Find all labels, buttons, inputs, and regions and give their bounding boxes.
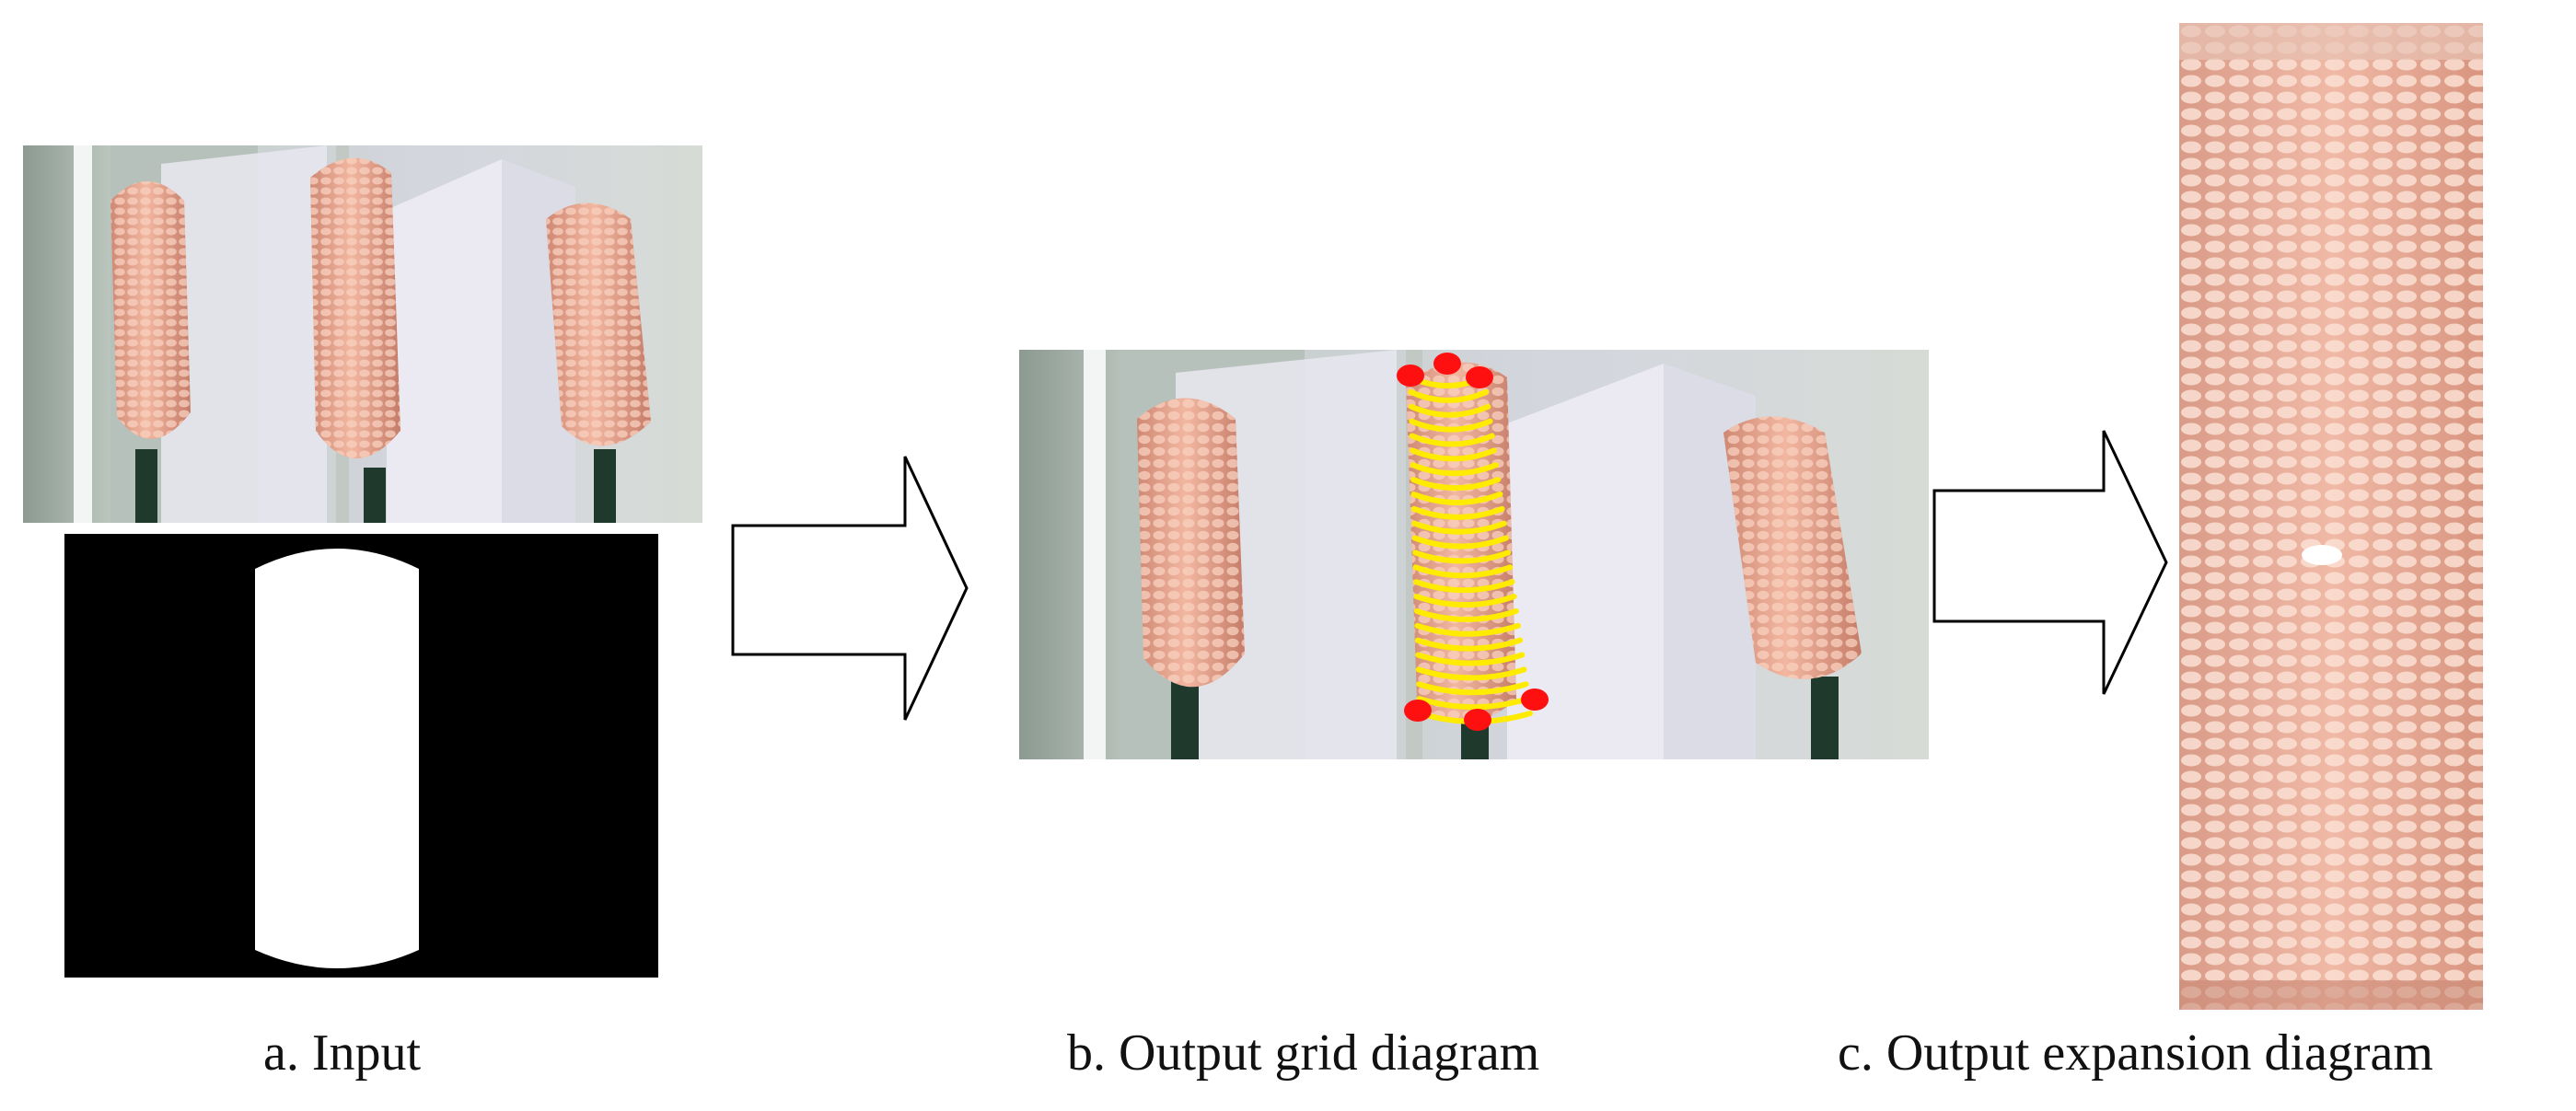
grid-marker: [1404, 700, 1432, 722]
input-mask: [64, 534, 658, 978]
caption-expansion-diagram: c. Output expansion diagram: [1838, 1024, 2433, 1082]
right-arrow-outline-icon: [1932, 430, 2168, 695]
input-photo: [23, 145, 702, 523]
right-arrow-outline-icon: [731, 456, 969, 721]
corn-cob-center: [310, 157, 400, 458]
grid-line: [1413, 579, 1515, 594]
corn-cob-right: [1723, 416, 1862, 679]
stalk: [1811, 677, 1839, 759]
grid-diagram-photo: [1019, 350, 1929, 759]
grid-line: [1409, 433, 1495, 447]
expansion-diagram-photo: [2179, 23, 2483, 1010]
corn-cob-right: [546, 203, 651, 446]
grid-marker: [1464, 709, 1491, 731]
grid-marker: [1521, 689, 1549, 711]
grid-overlay: [1408, 375, 1533, 724]
grid-line: [1415, 666, 1527, 681]
grid-line: [1416, 681, 1529, 696]
mask-foreground: [255, 549, 419, 968]
grid-line: [1412, 550, 1512, 564]
grid-line: [1412, 564, 1514, 579]
grid-line: [1415, 652, 1526, 666]
grid-line: [1414, 637, 1524, 652]
grid-line: [1410, 491, 1503, 505]
kernel-highlight: [2302, 545, 2342, 565]
grid-line: [1410, 447, 1497, 462]
grid-line: [1416, 696, 1531, 711]
corn-cob-left: [110, 181, 191, 439]
grid-line: [1411, 535, 1509, 550]
grid-line: [1411, 520, 1507, 535]
grid-line: [1410, 505, 1505, 520]
grid-line: [1409, 418, 1493, 433]
caption-grid-diagram: b. Output grid diagram: [1067, 1024, 1540, 1082]
grid-line: [1413, 608, 1519, 622]
grid-line: [1410, 477, 1502, 492]
grid-line: [1408, 388, 1490, 403]
grid-marker: [1433, 353, 1461, 375]
grid-marker: [1397, 365, 1424, 387]
grid-line: [1408, 403, 1491, 418]
grid-marker: [1466, 366, 1493, 388]
stalk: [364, 468, 386, 523]
grid-line: [1413, 594, 1517, 608]
grid-corner-markers: [1397, 353, 1549, 731]
caption-input: a. Input: [263, 1024, 422, 1082]
stalk: [594, 449, 616, 523]
corn-cob-left: [1137, 398, 1245, 688]
grid-line: [1410, 462, 1500, 477]
grid-line: [1414, 622, 1521, 637]
stalk: [135, 449, 157, 523]
